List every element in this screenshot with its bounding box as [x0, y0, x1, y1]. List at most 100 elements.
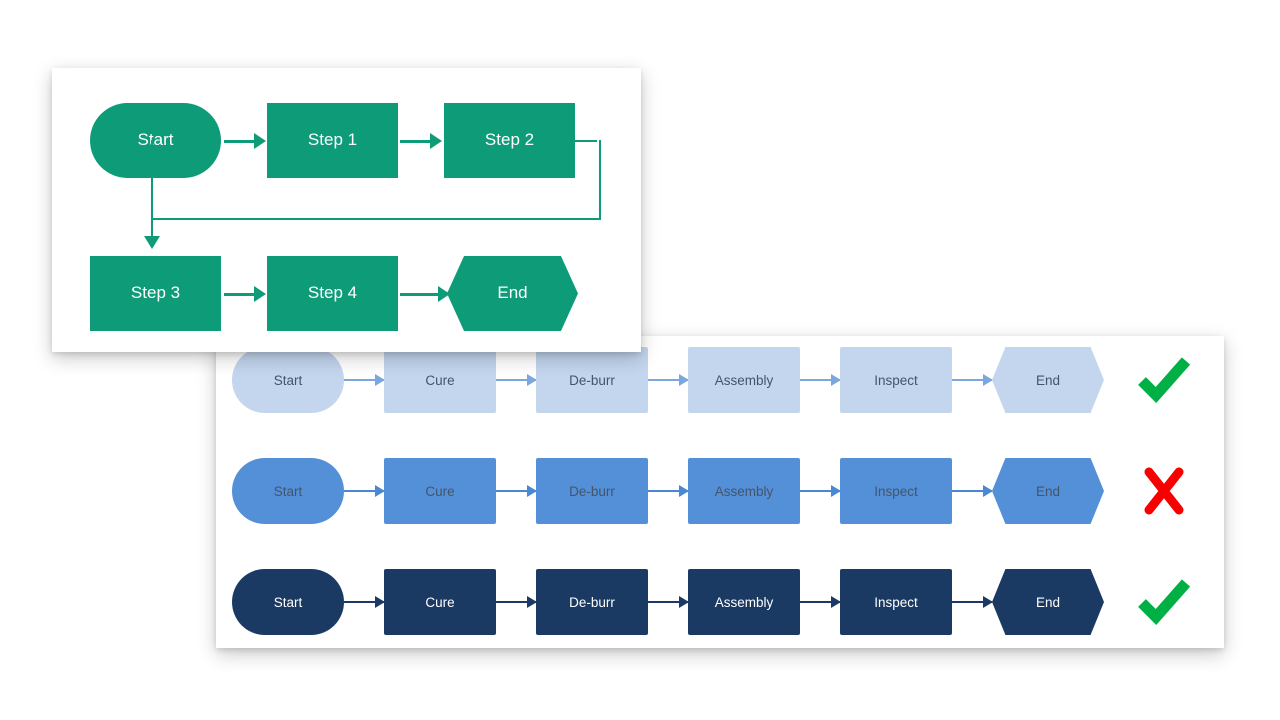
connector-shaft: [344, 490, 384, 492]
connector-arrow: [648, 485, 689, 497]
connector-shaft: [800, 379, 840, 381]
connector-step2-elbow-out: [575, 139, 597, 142]
connector-arrowhead: [983, 374, 993, 386]
flow-node-label: De-burr: [569, 483, 615, 499]
connector-arrow: [648, 596, 689, 608]
flow-node-label: End: [1035, 483, 1061, 499]
connector-arrowhead: [831, 485, 841, 497]
connector-shaft: [952, 601, 992, 603]
flow-node-label: Assembly: [714, 372, 774, 388]
connector-arrowhead: [679, 485, 689, 497]
flow-node-label: End: [1035, 372, 1061, 388]
connector-arrow: [344, 374, 385, 386]
flow-node-de-burr[interactable]: De-burr: [536, 347, 648, 413]
connector-arrow: [344, 485, 385, 497]
flow-node-cure[interactable]: Cure: [384, 458, 496, 524]
connector-arrow: [344, 596, 385, 608]
connector-arrowhead-down: [144, 236, 160, 249]
flow-node-assembly[interactable]: Assembly: [688, 569, 800, 635]
connector-arrow: [496, 374, 537, 386]
connector-arrowhead: [254, 133, 266, 149]
connector-shaft: [496, 601, 536, 603]
flow-node-label: Assembly: [714, 594, 774, 610]
connector-shaft: [800, 601, 840, 603]
connector-arrowhead: [438, 286, 450, 302]
connector-shaft: [344, 379, 384, 381]
connector-shaft: [496, 379, 536, 381]
connector-arrowhead: [254, 286, 266, 302]
flow-node-step-1[interactable]: Step 1: [267, 103, 398, 178]
flow-node-start[interactable]: Start: [90, 103, 221, 178]
connector-shaft: [648, 490, 688, 492]
connector-arrow: [496, 485, 537, 497]
connector-arrow: [952, 485, 993, 497]
connector-arrowhead: [679, 374, 689, 386]
flow-node-inspect[interactable]: Inspect: [840, 458, 952, 524]
flow-node-de-burr[interactable]: De-burr: [536, 458, 648, 524]
connector-arrowhead: [527, 596, 537, 608]
connector-arrowhead: [679, 596, 689, 608]
flow-node-step-2[interactable]: Step 2: [444, 103, 575, 178]
connector-arrowhead: [375, 596, 385, 608]
connector-shaft: [496, 490, 536, 492]
flow-node-label: Assembly: [714, 483, 774, 499]
flow-node-label: Inspect: [874, 483, 918, 499]
connector-arrowhead: [430, 133, 442, 149]
connector-arrow: [800, 374, 841, 386]
flow-node-label: De-burr: [569, 594, 615, 610]
connector-shaft: [800, 490, 840, 492]
flow-node-assembly[interactable]: Assembly: [688, 347, 800, 413]
flow-node-assembly[interactable]: Assembly: [688, 458, 800, 524]
flow-node-label: Step 4: [307, 283, 358, 303]
flow-node-end[interactable]: End: [447, 256, 578, 331]
connector-arrow: [648, 374, 689, 386]
flow-node-label: Start: [137, 130, 174, 150]
flow-node-label: Step 2: [484, 130, 535, 150]
connector-step4-end: [400, 292, 439, 296]
connector-arrow: [800, 485, 841, 497]
connector-arrowhead: [527, 485, 537, 497]
connector-arrowhead: [831, 596, 841, 608]
connector-shaft: [952, 379, 992, 381]
connector-arrowhead: [527, 374, 537, 386]
connector-arrowhead: [831, 374, 841, 386]
flow-node-start[interactable]: Start: [232, 458, 344, 524]
generic-flowchart-card[interactable]: Start Step 1 Step 2 Step 3 Step 4: [52, 68, 641, 352]
flow-node-label: Start: [273, 594, 303, 610]
flow-node-label: Step 1: [307, 130, 358, 150]
connector-step1-step2: [400, 139, 431, 143]
flow-node-label: End: [497, 283, 528, 303]
flow-node-cure[interactable]: Cure: [384, 347, 496, 413]
flow-node-inspect[interactable]: Inspect: [840, 347, 952, 413]
flow-node-end[interactable]: End: [992, 347, 1104, 413]
flow-node-start[interactable]: Start: [232, 569, 344, 635]
flow-node-end[interactable]: End: [992, 458, 1104, 524]
connector-shaft: [648, 601, 688, 603]
flow-node-cure[interactable]: Cure: [384, 569, 496, 635]
status-cross-icon: [1136, 464, 1192, 518]
flow-node-label: Step 3: [130, 283, 181, 303]
connector-start-step1: [224, 139, 255, 143]
flow-node-label: Inspect: [874, 372, 918, 388]
flow-node-step-4[interactable]: Step 4: [267, 256, 398, 331]
connector-step3-step4: [224, 292, 255, 296]
connector-arrowhead: [375, 485, 385, 497]
flow-node-label: Cure: [425, 483, 455, 499]
flow-node-label: End: [1035, 594, 1061, 610]
connector-arrowhead: [983, 596, 993, 608]
connector-arrowhead: [375, 374, 385, 386]
connector-arrowhead: [983, 485, 993, 497]
flow-node-inspect[interactable]: Inspect: [840, 569, 952, 635]
flow-node-step-3[interactable]: Step 3: [90, 256, 221, 331]
flow-node-de-burr[interactable]: De-burr: [536, 569, 648, 635]
connector-shaft: [648, 379, 688, 381]
connector-shaft: [952, 490, 992, 492]
flow-node-end[interactable]: End: [992, 569, 1104, 635]
flow-node-start[interactable]: Start: [232, 347, 344, 413]
connector-step2-step3-elbow: [151, 140, 601, 220]
status-check-icon: [1136, 575, 1192, 629]
connector-arrow: [800, 596, 841, 608]
flow-node-label: Cure: [425, 372, 455, 388]
